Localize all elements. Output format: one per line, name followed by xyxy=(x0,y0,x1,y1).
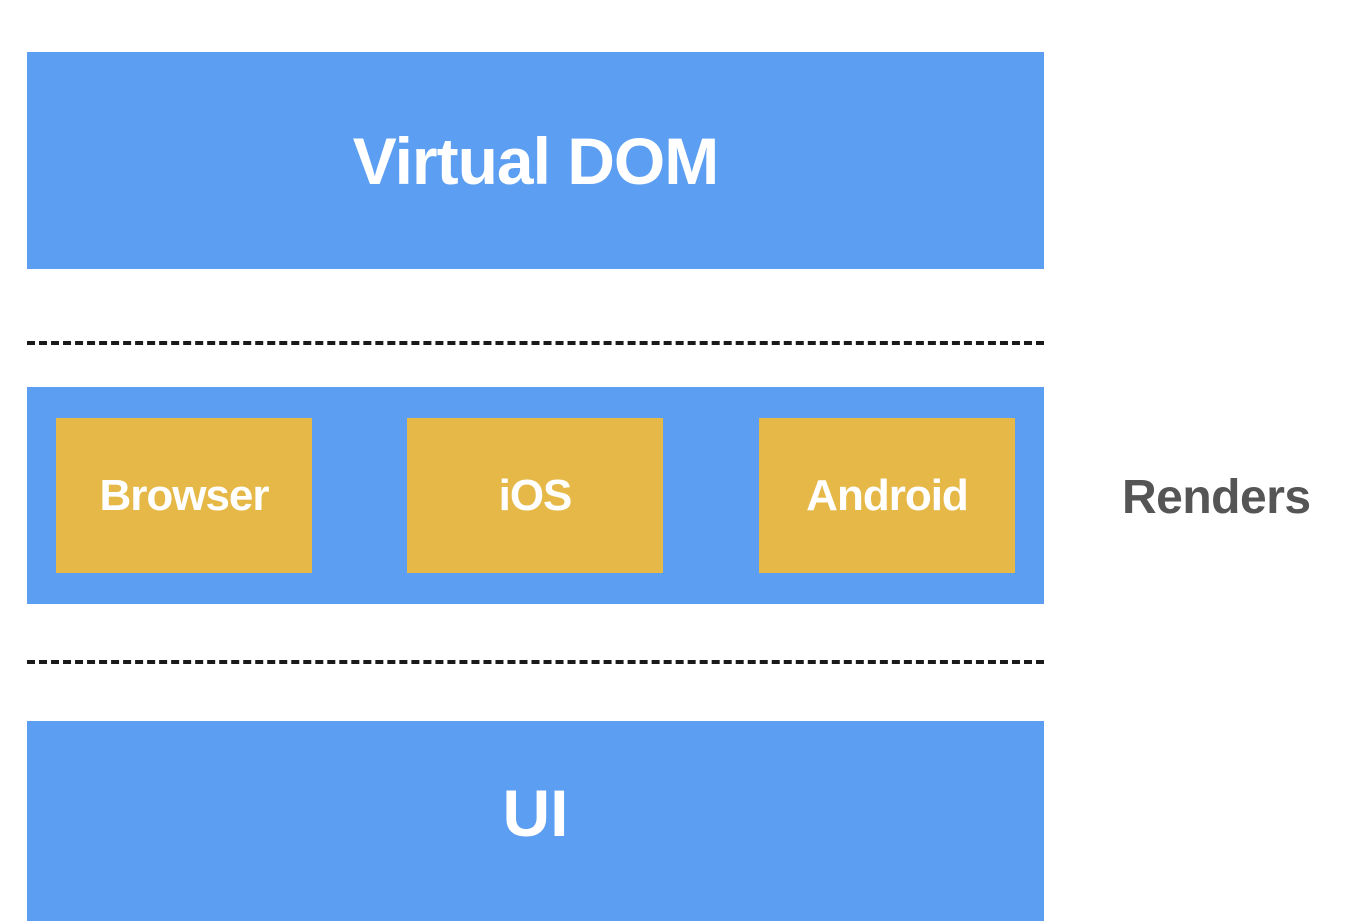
virtual-dom-layer: Virtual DOM xyxy=(27,52,1044,269)
platform-android-box: Android xyxy=(759,418,1015,573)
platform-browser-label: Browser xyxy=(99,470,269,520)
platform-ios-box: iOS xyxy=(407,418,663,573)
ui-label: UI xyxy=(502,776,569,850)
dashed-divider-bottom xyxy=(27,660,1044,664)
platform-ios-label: iOS xyxy=(498,470,573,520)
virtual-dom-label: Virtual DOM xyxy=(352,123,720,198)
platform-browser-box: Browser xyxy=(56,418,312,573)
ui-layer: UI xyxy=(27,721,1044,921)
dashed-divider-top xyxy=(27,341,1044,345)
renders-label: Renders xyxy=(1122,471,1311,524)
renderers-layer: Browser iOS Android xyxy=(27,387,1044,604)
platform-android-label: Android xyxy=(806,470,969,520)
